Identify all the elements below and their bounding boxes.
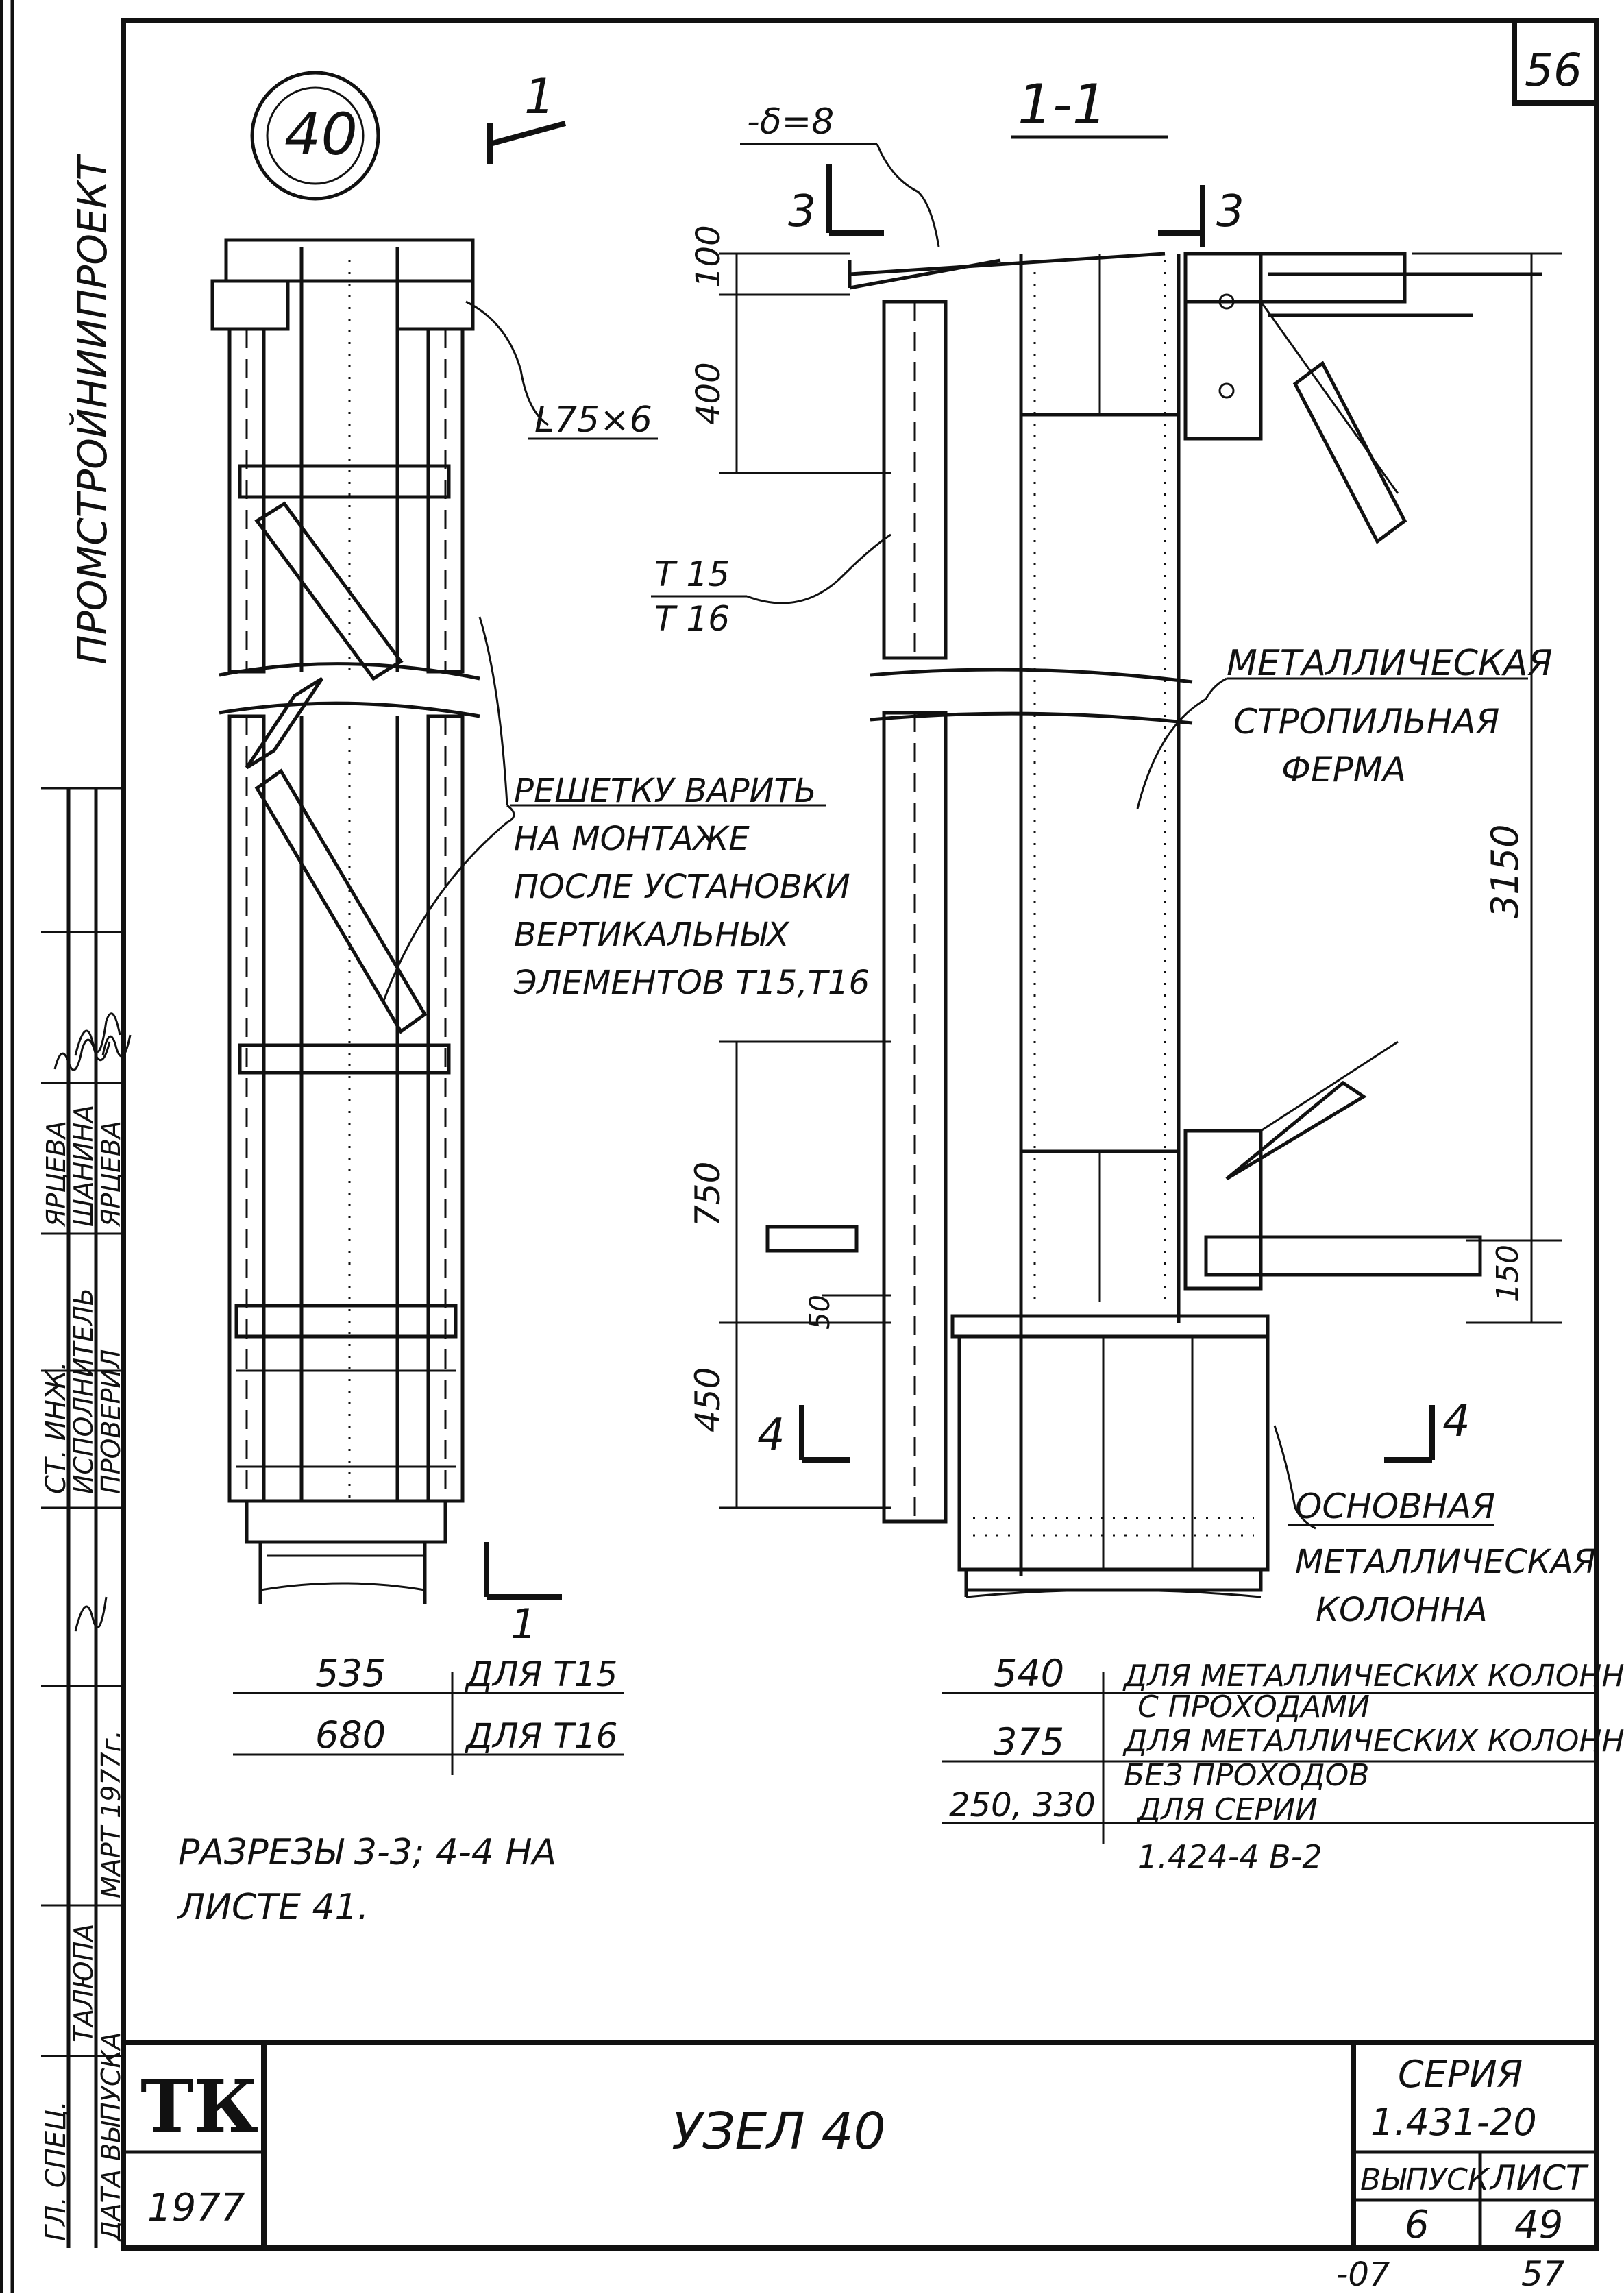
dim-535: 535: [315, 1652, 386, 1695]
issue-label: ВЫПУСК: [1360, 2162, 1490, 2197]
section-mark-bottom: 1: [510, 1600, 537, 1648]
section-title-label: 1-1: [1018, 73, 1107, 136]
weld-note-line-2: НА МОНТАЖЕ: [514, 820, 750, 858]
series-label: СЕРИЯ: [1398, 2053, 1523, 2096]
table-row2-line1: ДЛЯ МЕТАЛЛИЧЕСКИХ КОЛОНН: [1122, 1724, 1624, 1759]
side-name-1: ТАЛЮПА: [69, 1924, 99, 2042]
dim-150: 150: [1490, 1245, 1525, 1302]
table-row3-line1: ДЛЯ СЕРИИ: [1136, 1792, 1318, 1827]
weld-note-line-4: ВЕРТИКАЛЬНЫХ: [514, 916, 790, 954]
weld-note: РЕШЕТКУ ВАРИТЬ НА МОНТАЖЕ ПОСЛЕ УСТАНОВК…: [382, 616, 870, 1002]
table-row3-value: 250, 330: [949, 1786, 1096, 1824]
plate-label: -δ=8: [747, 101, 834, 143]
column-table: 540 ДЛЯ МЕТАЛЛИЧЕСКИХ КОЛОНН С ПРОХОДАМИ…: [942, 1652, 1624, 1875]
sheet-label: ЛИСТ: [1489, 2158, 1589, 2198]
section-mark-top: 1: [487, 69, 567, 164]
dim-3150: 3150: [1484, 825, 1527, 918]
table-row1-value: 540: [994, 1652, 1064, 1695]
column-label-line-3: КОЛОННА: [1316, 1591, 1488, 1629]
dim-50: 50: [804, 1295, 836, 1330]
signature-3: [101, 1034, 132, 1058]
top-sheet-number: 56: [1525, 44, 1582, 97]
logo: ТК: [140, 2064, 258, 2149]
truss-label-line-3: ФЕРМА: [1281, 750, 1406, 790]
node-title: УЗЕЛ 40: [672, 2102, 886, 2161]
dim-535-label: ДЛЯ Т15: [465, 1654, 617, 1694]
signature-2: [74, 1012, 121, 1056]
sheet-frame: [121, 18, 1599, 2251]
side-role-2: СТ. ИНЖ.: [40, 1361, 72, 1494]
side-name-4: ЯРЦЕВА: [96, 1121, 126, 1228]
notes: РАЗРЕЗЫ 3-3; 4-4 НА ЛИСТЕ 41.: [177, 1832, 556, 1928]
dim-750: 750: [688, 1162, 728, 1227]
weld-note-line-3: ПОСЛЕ УСТАНОВКИ: [514, 868, 850, 906]
dim-400: 400: [689, 362, 728, 425]
weld-note-line-1: РЕШЕТКУ ВАРИТЬ: [514, 772, 817, 810]
side-stamp: ПРОМСТРОЙНИИПРОЕКТ ГЛ. СПЕЦ. СТ. ИНЖ. ИС…: [40, 153, 132, 2248]
title-block: ТК 1977 УЗЕЛ 40 СЕРИЯ 1.431-20 ВЫПУСК ЛИ…: [123, 2040, 1597, 2248]
signature-1: [53, 1038, 111, 1071]
dim-450: 450: [688, 1367, 728, 1432]
note-line-1: РАЗРЕЗЫ 3-3; 4-4 НА: [178, 1832, 556, 1873]
side-date: МАРТ 1977г.: [96, 1730, 126, 1898]
right-view: -δ=8 3 3: [651, 101, 1596, 1629]
weld-note-line-5: ЭЛЕМЕНТОВ Т15,Т16: [513, 964, 870, 1002]
dim-680: 680: [315, 1713, 386, 1757]
left-dims: 535 ДЛЯ Т15 680 ДЛЯ Т16: [233, 1652, 624, 1775]
cut4-left: 4: [757, 1410, 785, 1461]
side-name-3: ШАНИНА: [69, 1105, 99, 1227]
dim-680-label: ДЛЯ Т16: [465, 1716, 617, 1756]
footer-right-code: 57: [1521, 2254, 1565, 2293]
year: 1977: [147, 2186, 245, 2230]
footer-left-code: -07: [1336, 2256, 1390, 2293]
column-label-line-1: ОСНОВНАЯ: [1295, 1487, 1495, 1526]
column-label-line-2: МЕТАЛЛИЧЕСКАЯ: [1295, 1543, 1596, 1581]
series-value: 1.431-20: [1370, 2101, 1537, 2144]
element-label-t16: Т 16: [654, 599, 730, 639]
table-row1-line1: ДЛЯ МЕТАЛЛИЧЕСКИХ КОЛОНН: [1122, 1659, 1624, 1694]
cut3-left: 3: [788, 186, 816, 237]
table-row2-value: 375: [994, 1720, 1064, 1763]
table-row3-line2: 1.424-4 В-2: [1137, 1838, 1322, 1875]
side-role-3: ИСПОЛНИТЕЛЬ: [69, 1288, 99, 1494]
side-name-2: ЯРЦЕВА: [41, 1121, 71, 1228]
side-role-1: ГЛ. СПЕЦ.: [40, 2101, 72, 2241]
truss-label-line-2: СТРОПИЛЬНАЯ: [1233, 702, 1499, 742]
section-title: 1-1: [1011, 73, 1168, 139]
left-view: L75×6 1: [210, 238, 658, 1648]
side-role-5: ДАТА ВЫПУСКА: [96, 2032, 126, 2243]
top-sheet-number-box: 56: [1512, 21, 1597, 106]
element-label-t15: Т 15: [654, 554, 730, 594]
node-number: 40: [284, 101, 358, 168]
signature-4: [74, 1596, 108, 1632]
note-line-2: ЛИСТЕ 41.: [177, 1887, 369, 1928]
section-mark-top-label: 1: [524, 69, 555, 125]
table-row2-line2: БЕЗ ПРОХОДОВ: [1124, 1758, 1369, 1793]
sheet-value: 49: [1514, 2203, 1563, 2247]
issue-value: 6: [1405, 2203, 1429, 2247]
cut4-right: 4: [1442, 1396, 1471, 1447]
angle-label: L75×6: [534, 400, 652, 441]
table-row1-line2: С ПРОХОДАМИ: [1137, 1689, 1370, 1724]
node-marker: 40: [250, 71, 380, 201]
dim-100: 100: [689, 225, 728, 288]
truss-label-line-1: МЕТАЛЛИЧЕСКАЯ: [1227, 643, 1553, 684]
side-role-4: ПРОВЕРИЛ: [96, 1349, 126, 1494]
side-org: ПРОМСТРОЙНИИПРОЕКТ: [69, 153, 116, 665]
cut3-right: 3: [1216, 186, 1244, 237]
